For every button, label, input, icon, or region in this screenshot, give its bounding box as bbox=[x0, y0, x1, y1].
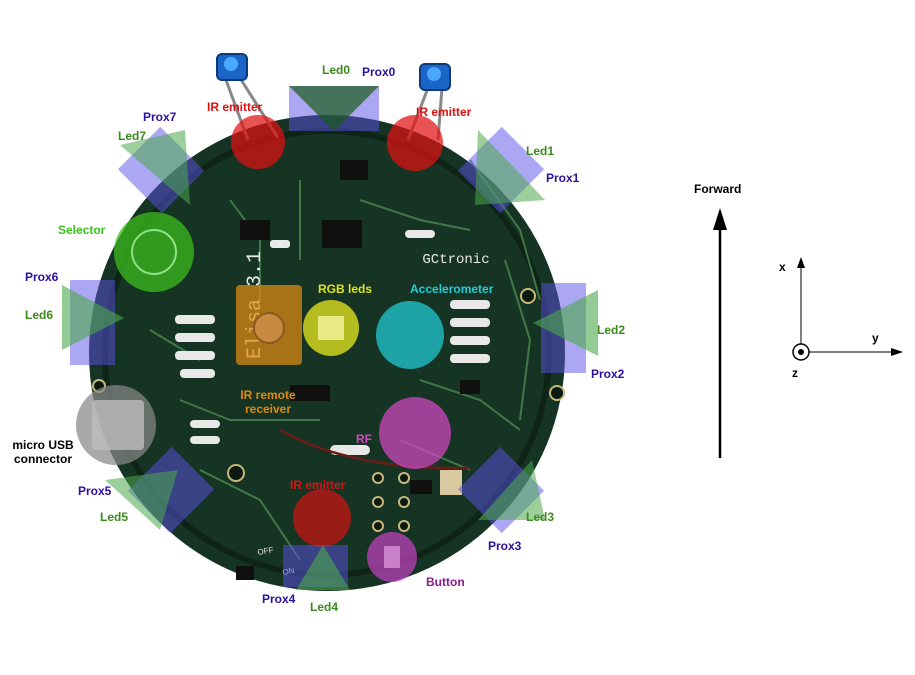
ir-emitter-bottom-highlight bbox=[293, 489, 351, 547]
label-led1: Led1 bbox=[526, 144, 555, 158]
label-ir-remote-receiver: IR remote receiver bbox=[240, 388, 296, 416]
label-selector: Selector bbox=[58, 223, 106, 237]
accelerometer-highlight bbox=[376, 301, 444, 369]
label-button: Button bbox=[426, 575, 465, 589]
ir-remote-lens bbox=[253, 312, 285, 344]
led3-triangle bbox=[478, 460, 545, 520]
coordinate-axes bbox=[792, 257, 903, 361]
power-switch[interactable] bbox=[236, 566, 254, 580]
label-ir-emitter-right: IR emitter bbox=[416, 105, 472, 119]
label-led4: Led4 bbox=[310, 600, 339, 614]
pcb-chips bbox=[240, 160, 480, 495]
led2-triangle bbox=[533, 290, 598, 356]
label-prox2: Prox2 bbox=[591, 367, 625, 381]
ir-emitter-right-highlight bbox=[387, 115, 443, 171]
forward-arrow bbox=[713, 208, 727, 458]
label-prox1: Prox1 bbox=[546, 171, 580, 185]
pcb-pads bbox=[175, 230, 490, 455]
label-accelerometer: Accelerometer bbox=[410, 282, 494, 296]
rf-highlight bbox=[379, 397, 451, 469]
button-cap bbox=[384, 546, 400, 568]
led6-triangle bbox=[62, 285, 124, 350]
label-ir-emitter-bottom: IR emitter bbox=[290, 478, 346, 492]
label-prox0: Prox0 bbox=[362, 65, 396, 79]
label-ir-emitter-left: IR emitter bbox=[207, 100, 263, 114]
label-led0: Led0 bbox=[322, 63, 351, 77]
led1-triangle bbox=[475, 130, 545, 205]
led4-triangle bbox=[296, 545, 350, 590]
brand-text: GCtronic bbox=[422, 252, 489, 268]
ir-emitter-left bbox=[216, 53, 280, 141]
label-led2: Led2 bbox=[597, 323, 626, 337]
label-led7: Led7 bbox=[118, 129, 147, 143]
label-axis-y: y bbox=[872, 331, 879, 345]
rf-wire bbox=[279, 428, 471, 470]
label-led3: Led3 bbox=[526, 510, 555, 524]
label-forward: Forward bbox=[694, 182, 742, 196]
label-prox7: Prox7 bbox=[143, 110, 177, 124]
rgb-leds-chip bbox=[318, 316, 344, 340]
selector-knob bbox=[131, 229, 177, 275]
label-prox6: Prox6 bbox=[25, 270, 59, 284]
label-axis-x: x bbox=[779, 260, 786, 274]
micro-usb-body bbox=[92, 400, 144, 450]
label-prox5: Prox5 bbox=[78, 484, 112, 498]
led5-triangle bbox=[105, 470, 178, 530]
label-led5: Led5 bbox=[100, 510, 129, 524]
label-prox4: Prox4 bbox=[262, 592, 296, 606]
label-micro-usb-connector: micro USB connector bbox=[12, 438, 74, 466]
ir-emitter-left-highlight bbox=[231, 115, 285, 169]
label-axis-z: z bbox=[792, 366, 798, 380]
label-rf: RF bbox=[356, 432, 372, 446]
selector-highlight[interactable] bbox=[114, 212, 194, 292]
label-rgb-leds: RGB leds bbox=[318, 282, 373, 296]
sensor-set bbox=[62, 86, 598, 590]
off-text: OFF bbox=[257, 545, 274, 557]
led0-triangle bbox=[289, 86, 379, 131]
pcb-holes bbox=[92, 288, 565, 532]
label-prox3: Prox3 bbox=[488, 539, 522, 553]
led7-triangle bbox=[120, 130, 190, 205]
label-led6: Led6 bbox=[25, 308, 54, 322]
